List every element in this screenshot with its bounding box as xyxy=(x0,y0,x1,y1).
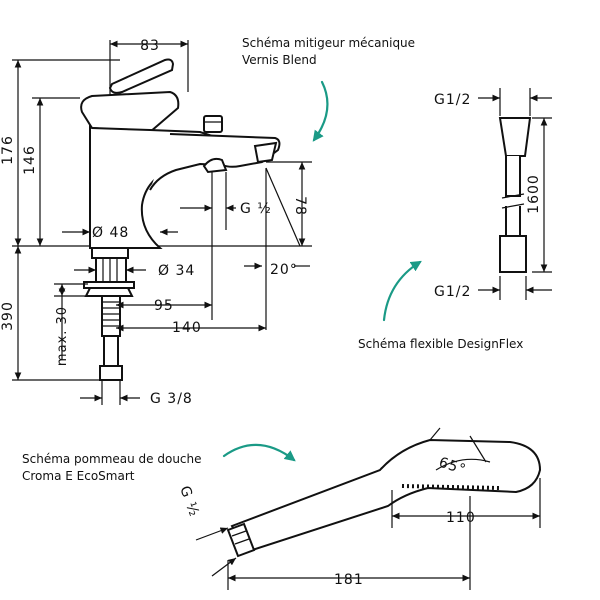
handshower-length: 181 xyxy=(334,572,364,588)
handshower-head-diameter: 110 xyxy=(446,510,476,526)
dim-max-30: max. 30 xyxy=(55,306,70,366)
dim-diameter-34: Ø 34 xyxy=(158,263,195,279)
mixer-caption-line1: Schéma mitigeur mécanique xyxy=(242,36,415,50)
handshower-caption-line1: Schéma pommeau de douche xyxy=(22,452,202,466)
mixer-arrow-icon xyxy=(312,80,329,142)
handshower-caption-line2: Croma E EcoSmart xyxy=(22,469,135,483)
mixer-drawing: 83 176 146 78 20° G ½ Ø 48 Ø 34 390 max.… xyxy=(0,38,312,407)
dim-95: 95 xyxy=(154,298,174,314)
handshower-arrow-icon xyxy=(222,443,296,462)
hose-drawing: G1/2 1600 G1/2 xyxy=(434,88,552,300)
dim-angle-20: 20° xyxy=(270,262,298,278)
dim-thread-spout: G ½ xyxy=(240,201,272,217)
dim-78: 78 xyxy=(292,196,308,216)
hose-thread-top: G1/2 xyxy=(434,92,471,108)
dim-83: 83 xyxy=(140,38,160,54)
dim-140: 140 xyxy=(172,320,202,336)
hose-length: 1600 xyxy=(526,174,542,214)
hose-arrow-icon xyxy=(382,260,422,322)
dim-diameter-48: Ø 48 xyxy=(92,225,129,241)
dim-390: 390 xyxy=(0,301,16,331)
dim-inlet-thread: G 3/8 xyxy=(150,391,193,407)
handshower-thread: G ½ xyxy=(176,484,202,519)
dim-176: 176 xyxy=(0,135,16,165)
dim-146: 146 xyxy=(22,145,38,175)
hose-caption: Schéma flexible DesignFlex xyxy=(358,337,523,351)
mixer-caption-line2: Vernis Blend xyxy=(242,53,317,67)
hose-thread-bottom: G1/2 xyxy=(434,284,471,300)
